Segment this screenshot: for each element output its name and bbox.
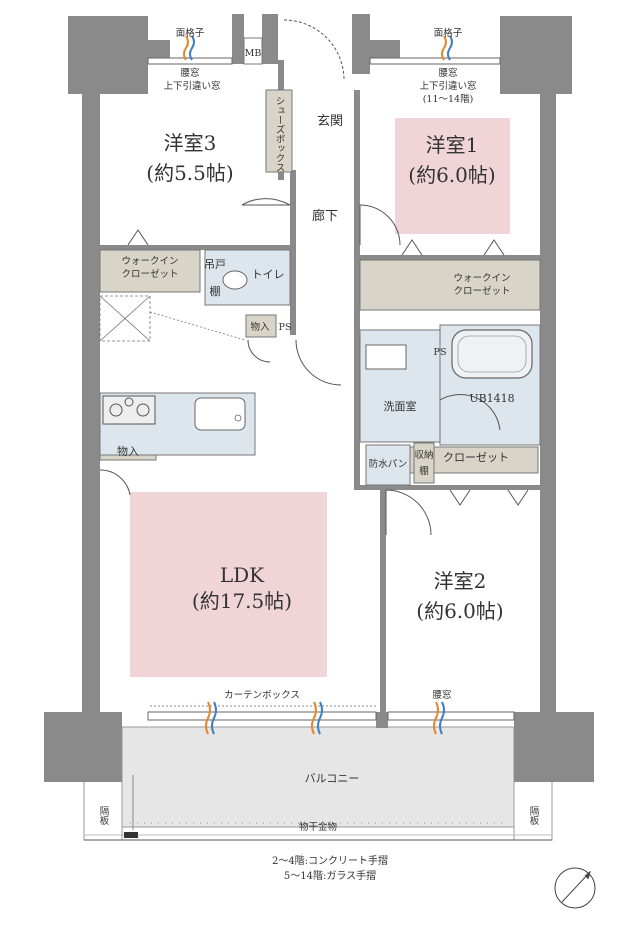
meter-box xyxy=(243,37,263,65)
storage-shelf xyxy=(413,442,435,484)
wic-left xyxy=(99,249,201,293)
shoebox-label: シューズボックス xyxy=(274,96,286,172)
shelf-label-b: 棚 xyxy=(210,284,221,298)
floors-right-label: (11〜14階) xyxy=(423,94,474,105)
waterproof-pan-label: 防水パン xyxy=(369,458,407,470)
waist-left-label: 腰窓 xyxy=(180,67,199,79)
partition-left-label: 隔板 xyxy=(98,806,110,826)
lattice-left-label: 面格子 xyxy=(176,27,205,39)
compass-icon xyxy=(554,867,596,909)
room-size-western3: (約5.5帖) xyxy=(146,161,233,185)
wic-left-label-b: クローゼット xyxy=(121,268,178,280)
sliding-right-label: 上下引違い窓 xyxy=(419,80,476,92)
stove-icon xyxy=(102,395,156,425)
balcony-area xyxy=(121,726,515,828)
room-name-ldk: LDK xyxy=(220,563,265,587)
room-name-western2: 洋室2 xyxy=(434,569,487,593)
drain-mark xyxy=(124,832,138,838)
kitchen-sink-icon xyxy=(194,397,246,431)
storage-small-label: 物入 xyxy=(250,321,270,333)
door-swings xyxy=(99,19,501,536)
note-floors-5-14: 5〜14階:ガラス手摺 xyxy=(284,869,376,882)
western1-highlight xyxy=(395,118,510,234)
room-size-ldk: (約17.5帖) xyxy=(192,589,292,613)
toilet-label: トイレ xyxy=(252,268,285,281)
note-floors-2-4: 2〜4階:コンクリート手摺 xyxy=(272,854,388,867)
balcony-label: バルコニー xyxy=(305,772,360,785)
waist-right-label: 腰窓 xyxy=(438,67,457,79)
structural-walls xyxy=(44,14,594,782)
washroom-label: 洗面室 xyxy=(384,399,417,413)
ventilation-marks xyxy=(183,35,453,735)
hallway-label: 廊下 xyxy=(312,208,338,224)
room-name-western3: 洋室3 xyxy=(164,131,217,155)
room-size-western2: (約6.0帖) xyxy=(416,599,503,623)
toilet-icon xyxy=(222,270,248,290)
storage-shelf-label-a: 収納 xyxy=(414,449,433,461)
ps-label-2: PS xyxy=(434,347,447,358)
partition-right-label: 隔板 xyxy=(528,806,540,826)
refrigerator-space xyxy=(99,295,246,342)
shoebox xyxy=(265,89,293,173)
waterproof-pan xyxy=(365,444,411,486)
room-name-western1: 洋室1 xyxy=(426,133,479,157)
storage-shelf-label-b: 棚 xyxy=(419,465,429,477)
wic-right xyxy=(359,259,541,311)
storage-small xyxy=(245,314,277,338)
balcony-rail-left xyxy=(83,777,123,841)
mb-label: MB xyxy=(245,48,262,59)
washbasin-icon xyxy=(365,344,407,370)
clothes-hanger-label: 物干金物 xyxy=(299,821,338,833)
bathtub-icon xyxy=(451,329,533,379)
wic-right-label-a: ウォークイン xyxy=(453,273,510,284)
wic-right-label-b: クローゼット xyxy=(453,285,510,297)
ps-label-1: PS xyxy=(279,322,292,333)
entrance-label: 玄関 xyxy=(317,114,343,129)
curtain-box-label: カーテンボックス xyxy=(224,690,300,701)
shelf-label-a: 吊戸 xyxy=(204,258,226,271)
closet-label: クローゼット xyxy=(443,451,509,464)
wic-left-label-a: ウォークイン xyxy=(121,256,178,267)
sliding-left-label: 上下引違い窓 xyxy=(163,80,220,92)
waist-bottom-label: 腰窓 xyxy=(432,689,451,701)
storage-label: 物入 xyxy=(117,444,139,458)
toilet-room xyxy=(204,249,291,306)
room-size-western1: (約6.0帖) xyxy=(408,163,495,187)
closet-doors xyxy=(127,229,529,506)
ldk-highlight xyxy=(130,492,327,677)
ub-label: UB1418 xyxy=(469,392,514,405)
lattice-right-label: 面格子 xyxy=(434,27,463,39)
